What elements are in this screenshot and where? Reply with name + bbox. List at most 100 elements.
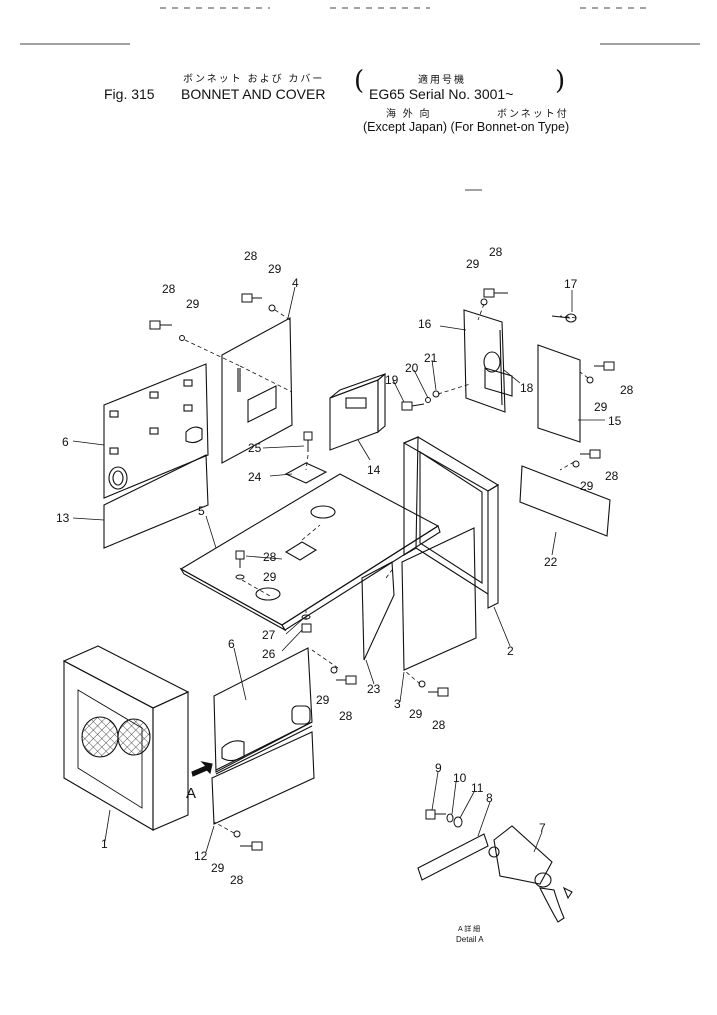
callout-28-a: 28 (162, 282, 176, 296)
figure-title: BONNET AND COVER (181, 86, 326, 102)
callout-29-h: 29 (409, 707, 423, 721)
callout-9: 9 (435, 761, 442, 775)
bracket-24 (284, 462, 328, 484)
bolt-28-i (240, 841, 263, 851)
panel-4 (221, 317, 293, 464)
assembly-guides (184, 303, 589, 834)
bolt-28-h (428, 687, 449, 697)
lower-panel-13 (103, 454, 209, 549)
washer-29-h (418, 680, 426, 688)
callout-29-g: 29 (316, 693, 330, 707)
callout-6-a: 6 (62, 435, 69, 449)
bolt-28-g (336, 675, 357, 685)
panel-23 (361, 561, 395, 661)
frame-2 (402, 436, 500, 609)
bolt-28-d (594, 361, 615, 371)
callout-7: 7 (539, 821, 546, 835)
washer-29-e (572, 460, 580, 468)
callout-23: 23 (367, 682, 381, 696)
bracket-18 (484, 367, 513, 397)
leader-lines (72, 286, 605, 853)
callout-28-g: 28 (339, 709, 353, 723)
callout-25: 25 (248, 441, 262, 455)
callout-3: 3 (394, 697, 401, 711)
callout-29-f: 29 (263, 570, 277, 584)
model-serial: EG65 Serial No. 3001~ (369, 86, 514, 102)
bolt-25 (303, 431, 313, 452)
bolt-28-f (235, 550, 245, 568)
applicability-note: (Except Japan) (For Bonnet-on Type) (363, 120, 570, 134)
callout-28-d: 28 (620, 383, 634, 397)
callout-29-i: 29 (211, 861, 225, 875)
export-note-jp: 海 外 向 (386, 109, 432, 120)
callout-17: 17 (564, 277, 578, 291)
callout-22: 22 (544, 555, 558, 569)
callout-1: 1 (101, 837, 108, 851)
callout-4: 4 (292, 276, 299, 290)
washer-29-i (233, 830, 241, 838)
callout-28-f: 28 (263, 550, 277, 564)
callout-19: 19 (385, 373, 399, 387)
bonnet-top-5 (179, 473, 441, 632)
callout-29-d: 29 (594, 400, 608, 414)
latch-17 (551, 313, 577, 323)
lock-handle-7 (488, 825, 573, 923)
plate-16 (463, 309, 506, 413)
callout-26: 26 (262, 647, 276, 661)
bolts (149, 288, 615, 851)
callout-13: 13 (56, 511, 70, 525)
callout-28-c: 28 (489, 245, 503, 259)
bolt-28-c (483, 288, 508, 298)
side-door-left-6 (103, 363, 209, 499)
callout-29-e: 29 (580, 479, 594, 493)
callout-labels: 1 2 3 4 5 6 6 7 8 9 10 11 12 13 14 15 16… (56, 245, 634, 887)
callout-15: 15 (608, 414, 622, 428)
washer-20 (425, 397, 431, 403)
strip-8 (417, 833, 489, 881)
applicable-models-jp: 適用号機 (418, 75, 466, 86)
close-paren: ) (555, 66, 566, 96)
washer-29-a (179, 335, 185, 341)
detail-label-jp: A 詳 細 (458, 924, 480, 933)
callout-5: 5 (198, 504, 205, 518)
callout-28-i: 28 (230, 873, 244, 887)
washer-29-b (268, 304, 276, 312)
side-door-6 (213, 647, 313, 775)
washer-10 (446, 813, 454, 823)
washer-29-f (235, 574, 245, 580)
callout-21: 21 (424, 351, 438, 365)
callout-12: 12 (194, 849, 208, 863)
callout-24: 24 (248, 470, 262, 484)
washer-29-d (586, 376, 594, 384)
callout-10: 10 (453, 771, 467, 785)
side-panel-3 (401, 527, 477, 671)
washer-29-g (330, 666, 338, 674)
box-cover-14 (329, 372, 386, 451)
bolt-28-b (241, 293, 262, 303)
title-japanese: ボンネット および カバー (183, 74, 325, 85)
bolt-28-a (149, 320, 172, 330)
callout-29-a: 29 (186, 297, 200, 311)
callout-11: 11 (471, 781, 484, 795)
callout-6-b: 6 (228, 637, 235, 651)
bolt-19 (401, 401, 425, 411)
washer-11 (453, 816, 463, 828)
detail-label: Detail A (456, 935, 484, 944)
view-marker-a: A (186, 785, 196, 802)
figure-number: Fig. 315 (104, 86, 155, 102)
callout-28-e: 28 (605, 469, 619, 483)
panel-15 (537, 344, 581, 443)
callout-28-h: 28 (432, 718, 446, 732)
callout-14: 14 (367, 463, 381, 477)
callout-29-b: 29 (268, 262, 282, 276)
callout-27: 27 (262, 628, 276, 642)
callout-8: 8 (486, 791, 493, 805)
callout-29-c: 29 (466, 257, 480, 271)
callout-2: 2 (507, 644, 514, 658)
nut-26 (301, 623, 312, 633)
page-edge-marks (20, 7, 700, 191)
callout-20: 20 (405, 361, 419, 375)
panel-22 (519, 465, 611, 537)
lower-panel-12 (211, 731, 315, 825)
bolt-28-e (580, 449, 601, 459)
